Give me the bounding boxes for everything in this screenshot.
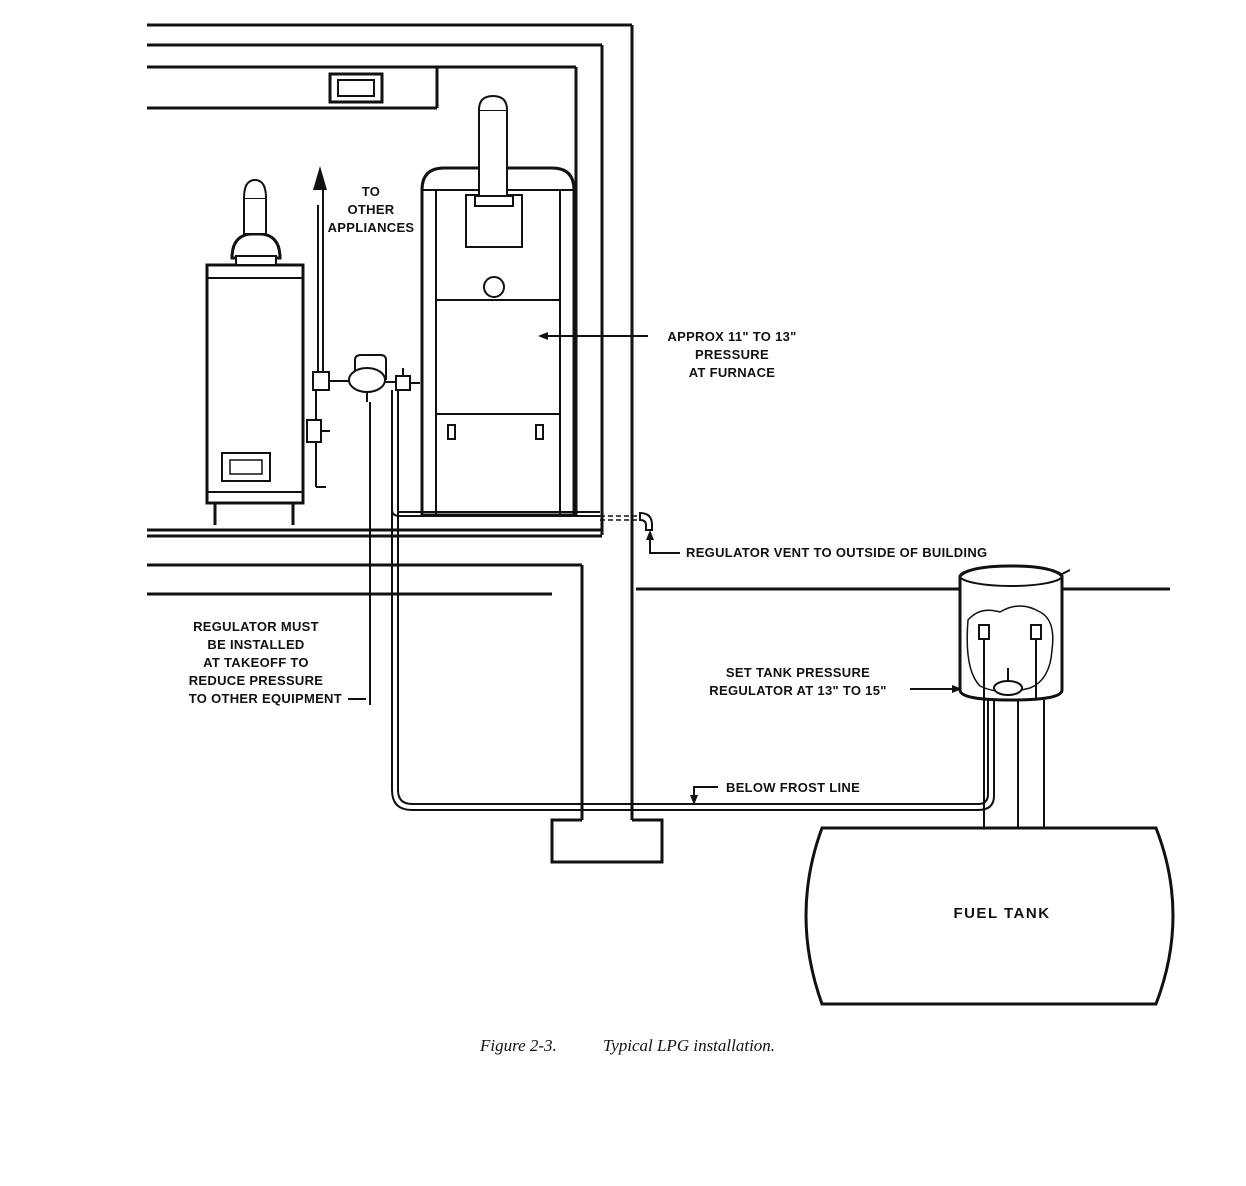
- svg-text:REGULATOR VENT TO OUTSIDE OF B: REGULATOR VENT TO OUTSIDE OF BUILDING: [686, 545, 987, 560]
- svg-text:PRESSURE: PRESSURE: [695, 347, 769, 362]
- svg-text:APPROX 11" TO 13": APPROX 11" TO 13": [667, 329, 796, 344]
- svg-text:BE INSTALLED: BE INSTALLED: [207, 637, 304, 652]
- svg-text:AT FURNACE: AT FURNACE: [689, 365, 776, 380]
- svg-text:Typical LPG installation.: Typical LPG installation.: [603, 1036, 775, 1055]
- svg-text:TO: TO: [362, 184, 380, 199]
- building-structure: [147, 23, 1170, 864]
- tank-dome: [958, 564, 1071, 828]
- label-to-other-appliances: TO OTHER APPLIANCES: [328, 184, 415, 235]
- label-fuel-tank: FUEL TANK: [953, 905, 1050, 922]
- label-regulator-takeoff: REGULATOR MUST BE INSTALLED AT TAKEOFF T…: [189, 619, 366, 706]
- svg-text:AT TAKEOFF TO: AT TAKEOFF TO: [203, 655, 309, 670]
- label-frost-line: BELOW FROST LINE: [690, 780, 860, 805]
- svg-text:OTHER: OTHER: [348, 202, 395, 217]
- svg-text:REGULATOR AT 13" TO 15": REGULATOR AT 13" TO 15": [709, 683, 886, 698]
- figure-caption: Figure 2-3. Typical LPG installation.: [479, 1036, 775, 1055]
- label-tank-regulator: SET TANK PRESSURE REGULATOR AT 13" TO 15…: [709, 665, 962, 698]
- svg-text:REDUCE PRESSURE: REDUCE PRESSURE: [189, 673, 324, 688]
- svg-text:BELOW FROST LINE: BELOW FROST LINE: [726, 780, 860, 795]
- furnace: [420, 94, 576, 517]
- svg-text:SET TANK PRESSURE: SET TANK PRESSURE: [726, 665, 870, 680]
- label-furnace-pressure: APPROX 11" TO 13" PRESSURE AT FURNACE: [538, 329, 796, 380]
- svg-text:REGULATOR MUST: REGULATOR MUST: [193, 619, 319, 634]
- gas-piping: [306, 166, 995, 811]
- svg-text:APPLIANCES: APPLIANCES: [328, 220, 415, 235]
- svg-text:Figure 2-3.: Figure 2-3.: [479, 1036, 557, 1055]
- svg-text:TO OTHER EQUIPMENT: TO OTHER EQUIPMENT: [189, 691, 342, 706]
- water-heater: [205, 178, 305, 525]
- label-regulator-vent: REGULATOR VENT TO OUTSIDE OF BUILDING: [646, 530, 987, 560]
- fuel-tank: [804, 826, 1175, 1006]
